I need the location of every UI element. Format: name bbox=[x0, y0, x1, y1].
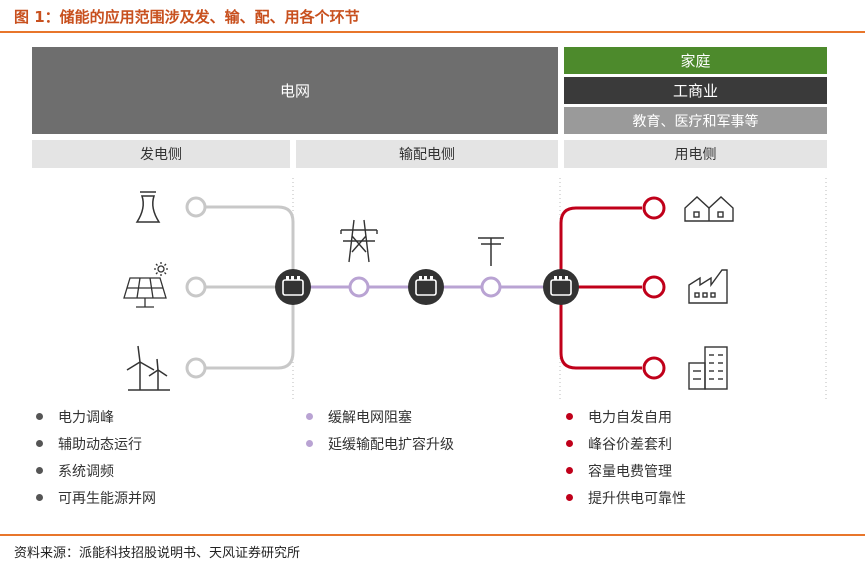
transmission-side-header: 输配电侧 bbox=[296, 140, 558, 168]
grid-label: 电网 bbox=[279, 82, 310, 100]
household-block: 家庭 bbox=[564, 47, 827, 74]
consumption-side-header: 用电侧 bbox=[564, 140, 827, 168]
houses-icon bbox=[684, 196, 734, 222]
bullet-dot bbox=[306, 439, 313, 447]
public-services-label: 教育、医疗和军事等 bbox=[632, 113, 759, 130]
list-item: 电力自发自用 bbox=[566, 405, 686, 432]
industrial-commercial-label: 工商业 bbox=[672, 82, 718, 100]
bullet-dot bbox=[306, 412, 313, 420]
bullet-dot bbox=[566, 412, 573, 420]
generation-node-wind bbox=[185, 357, 207, 379]
top-rule bbox=[0, 31, 865, 33]
list-item-label: 提升供电可靠性 bbox=[588, 491, 686, 507]
transmission-side-label: 输配电侧 bbox=[399, 147, 455, 163]
household-label: 家庭 bbox=[680, 52, 711, 70]
transmission-node-1 bbox=[348, 276, 370, 298]
list-item-label: 容量电费管理 bbox=[588, 464, 672, 480]
bottom-rule bbox=[0, 534, 865, 536]
list-item-label: 缓解电网阻塞 bbox=[328, 410, 412, 426]
consumption-node-building bbox=[642, 356, 666, 380]
office-building-icon bbox=[688, 346, 728, 390]
list-item: 容量电费管理 bbox=[566, 459, 686, 486]
industrial-commercial-block: 工商业 bbox=[564, 77, 827, 104]
transmission-benefits-list: 缓解电网阻塞 延缓输配电扩容升级 bbox=[306, 405, 454, 459]
consumption-benefits-list: 电力自发自用 峰谷价差套利 容量电费管理 提升供电可靠性 bbox=[566, 405, 686, 513]
list-item-label: 辅助动态运行 bbox=[58, 437, 142, 453]
generation-node-thermal bbox=[185, 196, 207, 218]
list-item-label: 系统调频 bbox=[58, 464, 114, 480]
list-item: 系统调频 bbox=[36, 459, 156, 486]
utility-pole-icon bbox=[478, 237, 504, 266]
list-item-label: 电力调峰 bbox=[58, 410, 114, 426]
public-services-block: 教育、医疗和军事等 bbox=[564, 107, 827, 134]
cooling-tower-icon bbox=[135, 191, 161, 223]
bullet-dot bbox=[36, 493, 43, 501]
generation-benefits-list: 电力调峰 辅助动态运行 系统调频 可再生能源并网 bbox=[36, 405, 156, 513]
grid-block: 电网 bbox=[32, 47, 558, 134]
consumption-node-industrial bbox=[642, 275, 666, 299]
transmission-node-2 bbox=[480, 276, 502, 298]
battery-storage-icon bbox=[543, 269, 579, 305]
battery-storage-icon bbox=[275, 269, 311, 305]
solar-panel-icon bbox=[123, 262, 168, 308]
battery-storage-icon bbox=[408, 269, 444, 305]
figure-source: 资料来源：派能科技招股说明书、天风证券研究所 bbox=[14, 546, 301, 561]
list-item: 提升供电可靠性 bbox=[566, 486, 686, 513]
figure-title: 图 1：储能的应用范围涉及发、输、配、用各个环节 bbox=[14, 8, 360, 26]
list-item: 电力调峰 bbox=[36, 405, 156, 432]
list-item: 延缓输配电扩容升级 bbox=[306, 432, 454, 459]
list-item: 可再生能源并网 bbox=[36, 486, 156, 513]
bullet-dot bbox=[566, 466, 573, 474]
bullet-dot bbox=[566, 493, 573, 501]
list-item: 峰谷价差套利 bbox=[566, 432, 686, 459]
consumption-node-household bbox=[642, 196, 666, 220]
list-item-label: 峰谷价差套利 bbox=[588, 437, 672, 453]
consumption-side-label: 用电侧 bbox=[674, 147, 717, 163]
list-item-label: 电力自发自用 bbox=[588, 410, 672, 426]
list-item: 缓解电网阻塞 bbox=[306, 405, 454, 432]
bullet-dot bbox=[36, 412, 43, 420]
list-item-label: 可再生能源并网 bbox=[58, 491, 156, 507]
factory-icon bbox=[688, 269, 728, 304]
generation-side-header: 发电侧 bbox=[32, 140, 290, 168]
bullet-dot bbox=[36, 466, 43, 474]
transmission-tower-icon bbox=[340, 219, 378, 263]
list-item-label: 延缓输配电扩容升级 bbox=[328, 437, 454, 453]
wind-turbine-icon bbox=[126, 345, 170, 391]
generation-side-label: 发电侧 bbox=[140, 147, 182, 163]
bullet-dot bbox=[566, 439, 573, 447]
bullet-dot bbox=[36, 439, 43, 447]
generation-node-solar bbox=[185, 276, 207, 298]
list-item: 辅助动态运行 bbox=[36, 432, 156, 459]
